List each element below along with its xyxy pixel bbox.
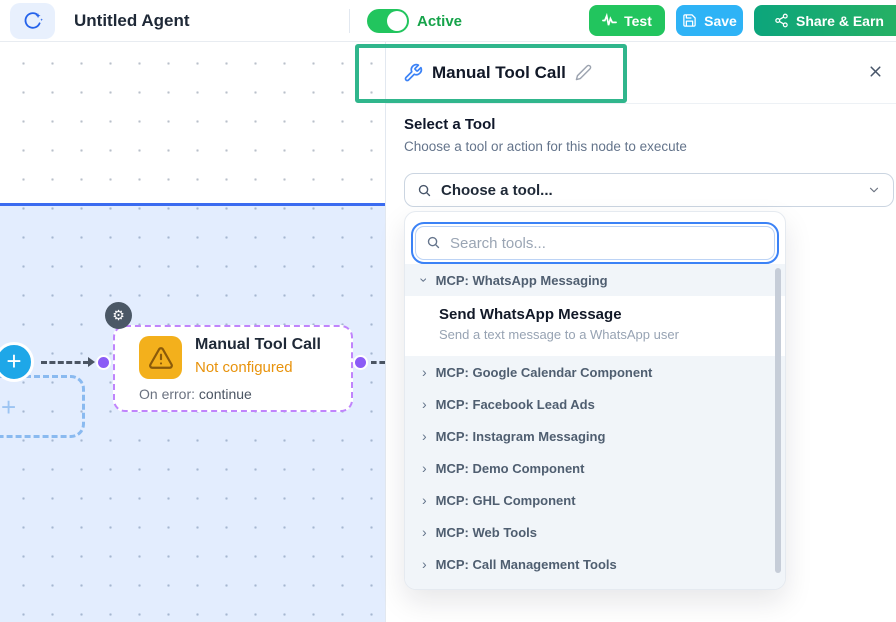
- add-node-placeholder[interactable]: +: [0, 375, 85, 438]
- chevron-down-icon: ›: [416, 277, 433, 283]
- tool-group-header-call-management[interactable]: › MCP: Call Management Tools: [405, 548, 785, 580]
- group-label: MCP: Web Tools: [435, 524, 538, 540]
- waveform-icon: [602, 13, 618, 28]
- panel-title: Manual Tool Call: [432, 62, 566, 82]
- tool-description: Send a text message to a WhatsApp user: [439, 327, 679, 342]
- select-placeholder-text: Choose a tool...: [441, 181, 553, 199]
- tool-dropdown: › MCP: WhatsApp Messaging Send WhatsApp …: [404, 211, 786, 590]
- node-title: Manual Tool Call: [195, 336, 321, 353]
- tool-group-header-instagram[interactable]: › MCP: Instagram Messaging: [405, 420, 785, 452]
- tool-group-header-google-calendar[interactable]: › MCP: Google Calendar Component: [405, 356, 785, 388]
- save-button[interactable]: Save: [676, 5, 743, 36]
- group-label: MCP: Demo Component: [435, 460, 585, 476]
- active-toggle[interactable]: [367, 9, 409, 33]
- chevron-right-icon: ›: [422, 396, 427, 412]
- tool-group-header-ghl[interactable]: › MCP: GHL Component: [405, 484, 785, 516]
- manual-tool-call-node[interactable]: Manual Tool Call Not configured On error…: [113, 325, 353, 412]
- chevron-right-icon: ›: [422, 556, 427, 572]
- onerror-label: On error:: [139, 386, 196, 402]
- search-row: [405, 212, 785, 264]
- edit-pencil-icon[interactable]: [575, 64, 592, 81]
- node-settings-gear-icon[interactable]: ⚙: [105, 302, 132, 329]
- panel-header: Manual Tool Call: [386, 42, 896, 104]
- tool-group-header-demo[interactable]: › MCP: Demo Component: [405, 452, 785, 484]
- add-step-button[interactable]: +: [0, 342, 34, 382]
- chevron-right-icon: ›: [422, 364, 427, 380]
- tool-item-send-whatsapp[interactable]: Send WhatsApp Message Send a text messag…: [405, 296, 785, 356]
- chevron-right-icon: ›: [422, 524, 427, 540]
- node-status: Not configured: [195, 359, 293, 376]
- connector-arrowhead: [88, 357, 95, 367]
- group-label: MCP: Google Calendar Component: [435, 364, 653, 380]
- canvas-selection-area: [0, 203, 385, 622]
- node-input-port[interactable]: [96, 355, 111, 370]
- ghost-plus-icon: +: [1, 392, 17, 422]
- test-button[interactable]: Test: [589, 5, 665, 36]
- group-label: MCP: GHL Component: [435, 492, 576, 508]
- plus-icon: +: [6, 346, 22, 376]
- sparkle-refresh-icon: [22, 10, 44, 32]
- close-panel-button[interactable]: [862, 58, 888, 84]
- group-label: MCP: Call Management Tools: [435, 556, 617, 572]
- close-icon: [867, 63, 884, 80]
- wrench-icon: [403, 63, 423, 83]
- tool-group-header-facebook-lead-ads[interactable]: › MCP: Facebook Lead Ads: [405, 388, 785, 420]
- test-button-label: Test: [624, 12, 652, 29]
- chevron-right-icon: ›: [422, 492, 427, 508]
- tool-select-combobox[interactable]: Choose a tool...: [404, 173, 894, 207]
- tool-group-header-web-tools[interactable]: › MCP: Web Tools: [405, 516, 785, 548]
- node-output-port[interactable]: [353, 355, 368, 370]
- tool-group-header-whatsapp[interactable]: › MCP: WhatsApp Messaging: [405, 264, 785, 296]
- warning-triangle-icon: [139, 336, 182, 379]
- chevron-right-icon: ›: [422, 460, 427, 476]
- node-config-panel: Manual Tool Call Select a Tool Choose a …: [385, 42, 896, 622]
- share-icon: [774, 13, 789, 28]
- app-logo[interactable]: [10, 3, 55, 39]
- share-earn-label: Share & Earn: [796, 12, 884, 29]
- search-tools-input[interactable]: [411, 222, 779, 264]
- toggle-knob: [387, 11, 407, 31]
- chevron-right-icon: ›: [422, 589, 427, 590]
- onerror-value: continue: [198, 386, 252, 402]
- chevron-down-icon: [867, 183, 881, 197]
- tool-list: › MCP: WhatsApp Messaging Send WhatsApp …: [405, 264, 785, 590]
- select-tool-heading: Select a Tool: [404, 116, 496, 133]
- topbar-divider: [349, 9, 350, 33]
- agent-title: Untitled Agent: [74, 11, 190, 30]
- top-bar: Untitled Agent Active Test Save: [0, 0, 896, 42]
- select-tool-subtitle: Choose a tool or action for this node to…: [404, 139, 687, 154]
- dropdown-scrollbar[interactable]: [775, 268, 781, 573]
- connector-line-left: [41, 361, 89, 364]
- share-earn-button[interactable]: Share & Earn: [754, 5, 896, 36]
- tool-group-header-chatgpt-clipped[interactable]: › MCP: Chat GPT Component: [405, 580, 785, 590]
- chevron-right-icon: ›: [422, 428, 427, 444]
- connector-line-right: [371, 361, 385, 364]
- group-label: MCP: Instagram Messaging: [435, 428, 606, 444]
- node-onerror: On error: continue: [139, 386, 252, 402]
- search-icon: [426, 235, 441, 250]
- workflow-canvas[interactable]: + + ⚙ Manual Tool Call Not configured On…: [0, 42, 385, 622]
- save-button-label: Save: [704, 12, 737, 29]
- active-label: Active: [417, 12, 463, 30]
- save-icon: [682, 13, 697, 28]
- group-label: MCP: WhatsApp Messaging: [435, 272, 608, 288]
- group-label: MCP: Chat GPT Component: [436, 589, 608, 590]
- search-icon: [417, 183, 432, 198]
- tool-name: Send WhatsApp Message: [439, 306, 622, 323]
- group-label: MCP: Facebook Lead Ads: [435, 396, 595, 412]
